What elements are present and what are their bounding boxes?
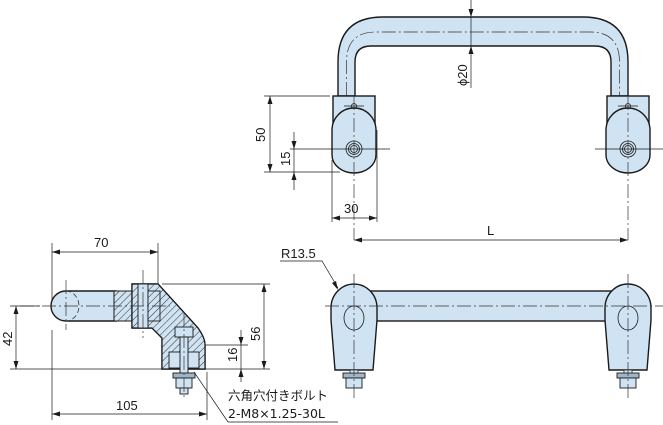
handle-tube-top: [337, 16, 629, 97]
right-bracket-top: [605, 95, 651, 240]
dim-diameter: ϕ20: [455, 64, 470, 86]
dim-radius: R13.5: [281, 246, 316, 261]
bolt-note-type: 六角穴付きボルト: [228, 388, 328, 403]
dim-16: 16: [225, 348, 240, 362]
dim-width-30: 30: [344, 201, 358, 216]
dim-length-L: L: [487, 223, 494, 238]
dim-height-50: 50: [253, 128, 268, 142]
dim-56: 56: [248, 327, 263, 341]
bolt-note-spec: 2-M8×1.25-30L: [228, 406, 325, 421]
dim-70: 70: [94, 235, 108, 250]
top-view: ϕ20 50 15 30 L: [253, 0, 663, 243]
left-bracket-top: [331, 95, 377, 240]
dim-offset-15: 15: [278, 152, 293, 166]
dim-105: 105: [116, 398, 138, 413]
front-view: R13.5: [280, 246, 663, 398]
side-view: 70 105 42 56 16 六角穴付きボルト 2-M8×1.25-30L: [0, 235, 338, 423]
dim-42: 42: [0, 332, 15, 346]
